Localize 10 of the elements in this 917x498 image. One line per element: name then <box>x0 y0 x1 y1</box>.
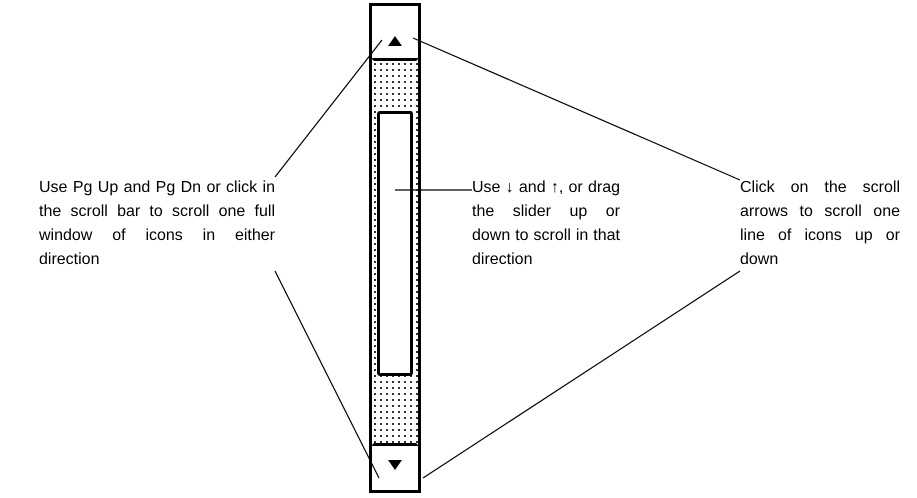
callout-text: Use ↓ and ↑, or drag the slider up or down to scroll in that direction <box>472 176 620 272</box>
callout-text: Click on the scroll arrows to scroll one line of icons up or down <box>740 176 900 272</box>
leader-line <box>274 40 382 178</box>
leader-line <box>274 270 380 478</box>
leader-line <box>395 189 472 191</box>
callout-text: Use Pg Up and Pg Dn or click in the scroll bar to scroll one full window of icons in either direction <box>39 176 275 272</box>
scroll-bar <box>369 3 421 493</box>
scroll-slider <box>377 111 413 376</box>
leader-line <box>422 270 740 478</box>
leader-line <box>412 37 740 181</box>
